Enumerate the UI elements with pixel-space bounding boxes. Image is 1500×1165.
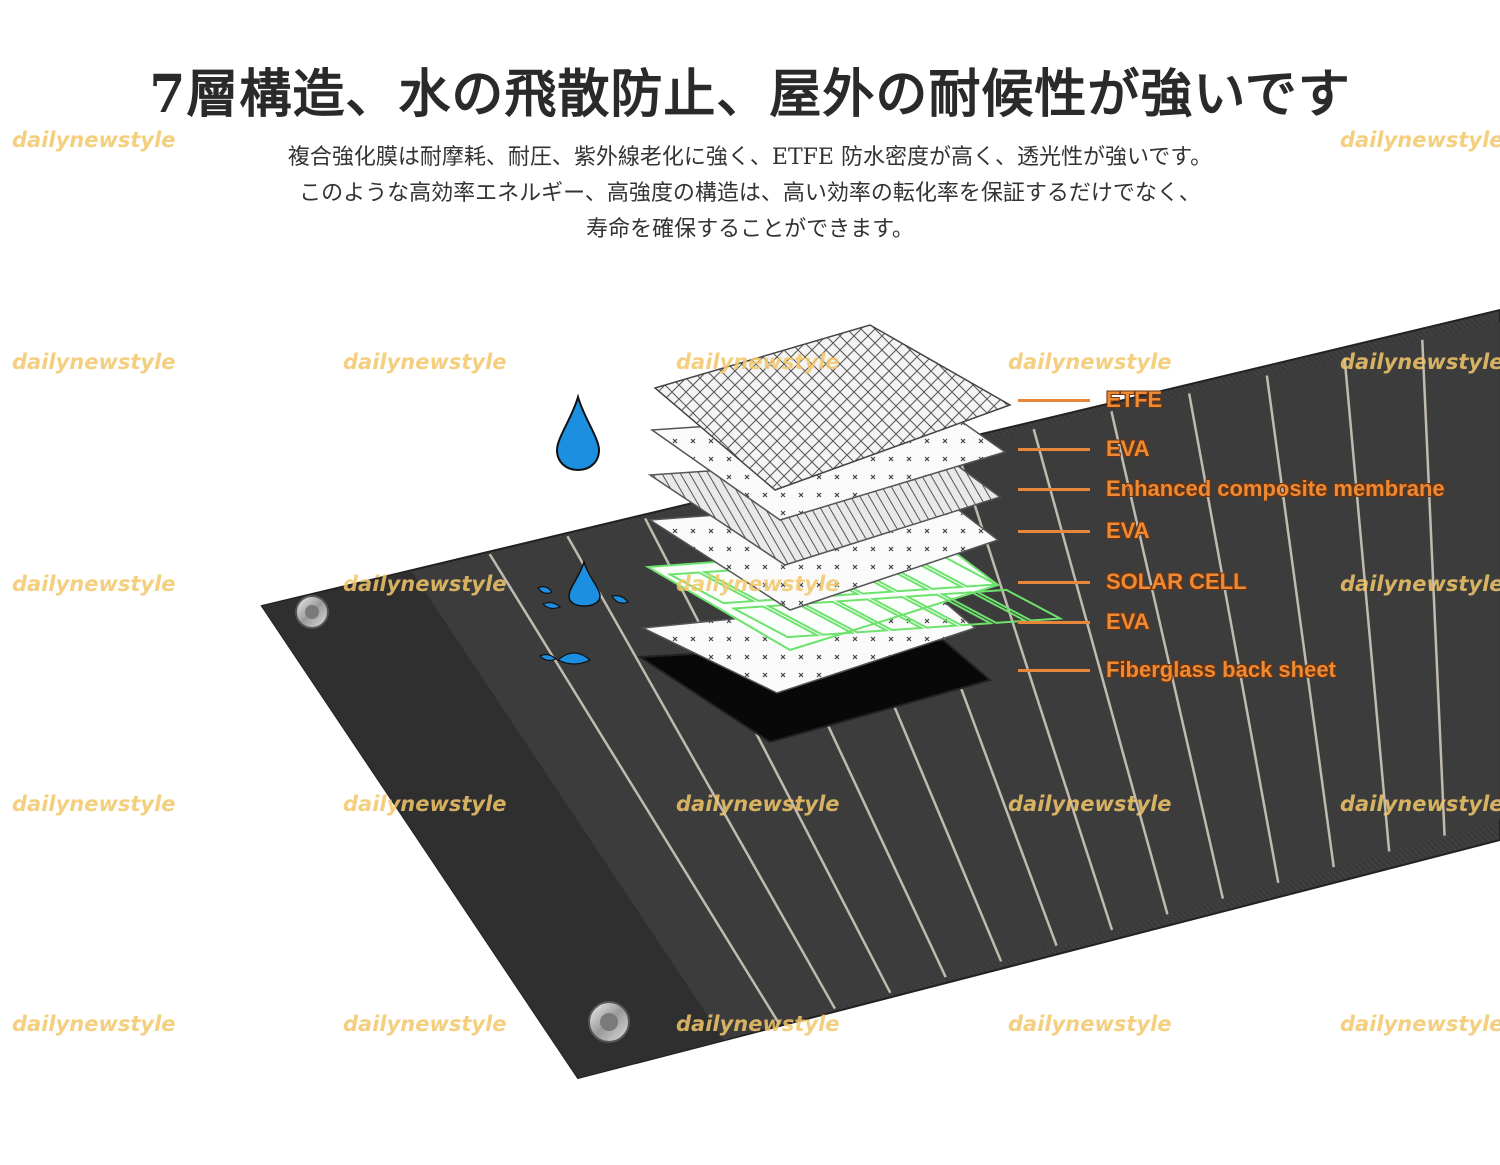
cell-divider-line <box>1343 357 1391 852</box>
leader-line <box>1018 621 1090 624</box>
water-splash-icon <box>537 586 629 665</box>
solar-cell <box>730 605 821 639</box>
label-solar-cell: SOLAR CELL <box>1106 569 1247 594</box>
solar-cell <box>938 591 1029 624</box>
leader-line <box>1018 399 1090 402</box>
leader-line <box>1018 530 1090 533</box>
cell-divider-line <box>566 535 836 1010</box>
solar-cell <box>799 600 890 634</box>
solar-cell <box>904 593 995 627</box>
solar-cell <box>666 571 757 605</box>
label-etfe: ETFE <box>1106 387 1163 412</box>
label-fiberglass-back-sheet: Fiberglass back sheet <box>1106 657 1336 682</box>
cell-divider-line <box>1265 375 1335 868</box>
label-eva: EVA <box>1106 436 1150 461</box>
water-drop-icon <box>568 559 601 607</box>
label-eva: EVA <box>1106 518 1150 543</box>
leader-line <box>1018 488 1090 491</box>
water-drop-icon <box>555 393 601 472</box>
cell-divider-lines <box>488 339 1446 1025</box>
page-title: 7層構造、水の飛散防止、屋外の耐候性が強いです <box>149 64 1351 125</box>
cell-divider-line <box>1110 411 1225 899</box>
solar-cell <box>834 598 925 631</box>
cell-divider-line <box>1421 339 1446 836</box>
label-eva: EVA <box>1106 609 1150 634</box>
leader-line <box>1018 581 1090 584</box>
description: 複合強化膜は耐摩耗、耐圧、紫外線老化に強く、ETFE 防水密度が高く、透光性が強… <box>0 140 1500 248</box>
description-line: 複合強化膜は耐摩耗、耐圧、紫外線老化に強く、ETFE 防水密度が高く、透光性が強… <box>287 145 1213 170</box>
grommet-icon <box>305 605 319 619</box>
cell-divider-line <box>644 517 892 994</box>
solar-cell <box>869 596 960 629</box>
layer-etfe <box>653 324 1012 491</box>
cell-divider-line <box>1032 428 1169 915</box>
panel-fabric-border <box>262 572 724 1078</box>
cell-divider-line <box>488 553 781 1025</box>
description-line: 寿命を確保することができます。 <box>586 217 914 242</box>
leader-line <box>1018 669 1090 672</box>
leader-line <box>1018 448 1090 451</box>
cell-divider-line <box>1187 393 1280 884</box>
label-enhanced-composite-membrane: Enhanced composite membrane <box>1106 476 1445 501</box>
description-line: このような高効率エネルギー、高強度の構造は、高い効率の転化率を保証するだけでなく… <box>299 181 1201 206</box>
grommet-icon <box>600 1013 618 1031</box>
solar-cell <box>973 588 1064 622</box>
